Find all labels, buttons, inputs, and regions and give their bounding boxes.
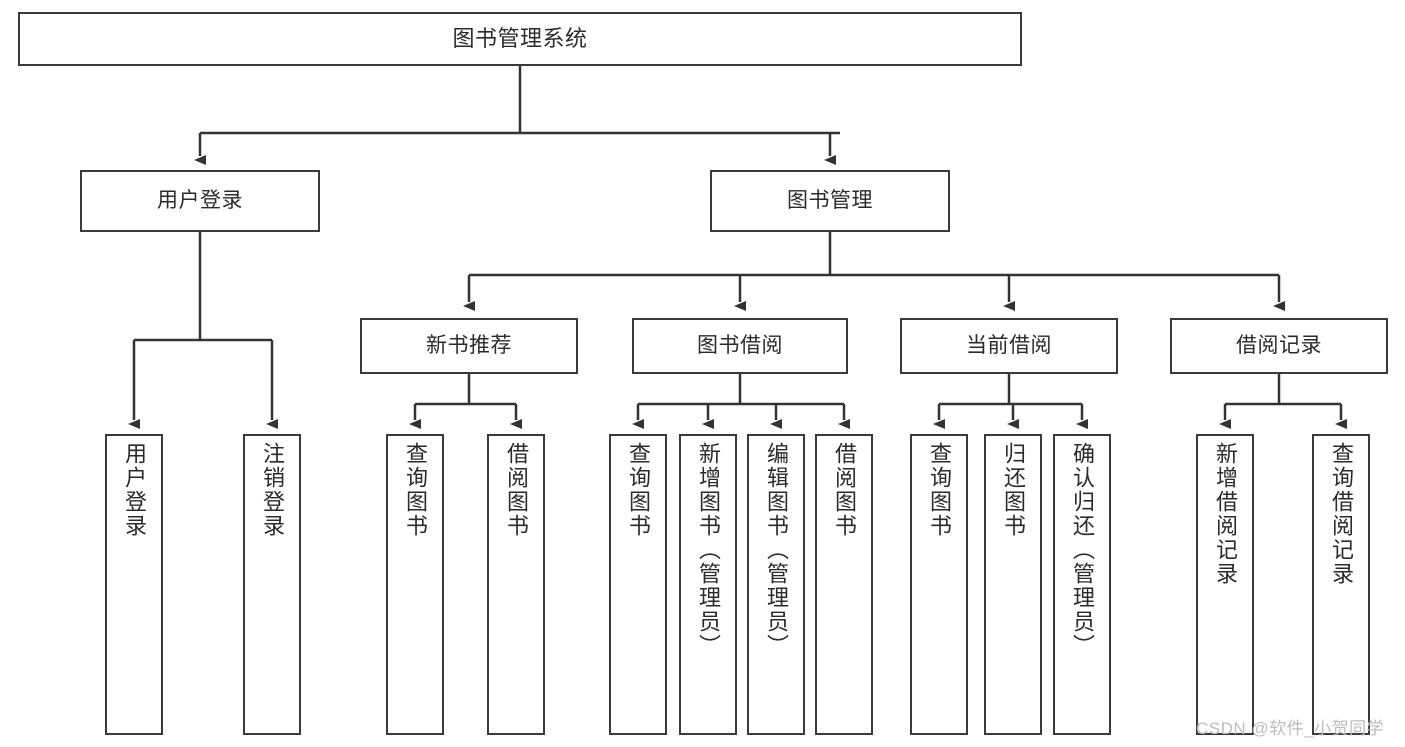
node-label: 图书管理 [787,188,873,212]
node-book-borrow[interactable]: 图书借阅 [632,318,848,374]
node-label: 查询借阅记录 [1329,442,1354,586]
leaf-borrow-book-recommend[interactable]: 借阅图书 [487,434,545,735]
node-root[interactable]: 图书管理系统 [18,12,1022,66]
node-label: 当前借阅 [966,333,1052,357]
leaf-confirm-return-admin[interactable]: 确认归还（管理员） [1053,434,1111,735]
node-label: 图书借阅 [697,333,783,357]
node-label: 确认归还（管理员） [1070,442,1095,658]
node-label: 新增借阅记录 [1213,442,1238,586]
leaf-add-borrow-record[interactable]: 新增借阅记录 [1196,434,1254,735]
node-label: 编辑图书（管理员） [764,442,789,658]
leaf-edit-book-admin[interactable]: 编辑图书（管理员） [747,434,805,735]
node-label: 注销登录 [260,442,285,538]
node-label: 用户登录 [157,188,243,212]
leaf-query-book-recommend[interactable]: 查询图书 [386,434,444,735]
watermark-text: CSDN @软件_小贺同学 [1196,719,1385,738]
node-label: 借阅记录 [1236,333,1322,357]
leaf-borrow-book[interactable]: 借阅图书 [815,434,873,735]
node-label: 借阅图书 [504,442,529,538]
node-label: 查询图书 [927,442,952,538]
node-label: 新增图书（管理员） [696,442,721,658]
node-new-book-recommend[interactable]: 新书推荐 [360,318,578,374]
node-user-login[interactable]: 用户登录 [80,170,320,232]
leaf-add-book-admin[interactable]: 新增图书（管理员） [679,434,737,735]
leaf-query-book-borrow[interactable]: 查询图书 [609,434,667,735]
leaf-user-login[interactable]: 用户登录 [105,434,163,735]
node-book-management[interactable]: 图书管理 [710,170,950,232]
leaf-logout-login[interactable]: 注销登录 [243,434,301,735]
node-label: 新书推荐 [426,333,512,357]
leaf-query-borrow-record[interactable]: 查询借阅记录 [1312,434,1370,735]
leaf-return-book[interactable]: 归还图书 [984,434,1042,735]
node-borrow-record[interactable]: 借阅记录 [1170,318,1388,374]
node-label: 用户登录 [122,442,147,538]
node-label: 图书管理系统 [452,26,588,52]
node-current-borrow[interactable]: 当前借阅 [900,318,1118,374]
node-label: 借阅图书 [832,442,857,538]
leaf-query-book-current[interactable]: 查询图书 [910,434,968,735]
node-label: 查询图书 [403,442,428,538]
node-label: 归还图书 [1001,442,1026,538]
node-label: 查询图书 [626,442,651,538]
